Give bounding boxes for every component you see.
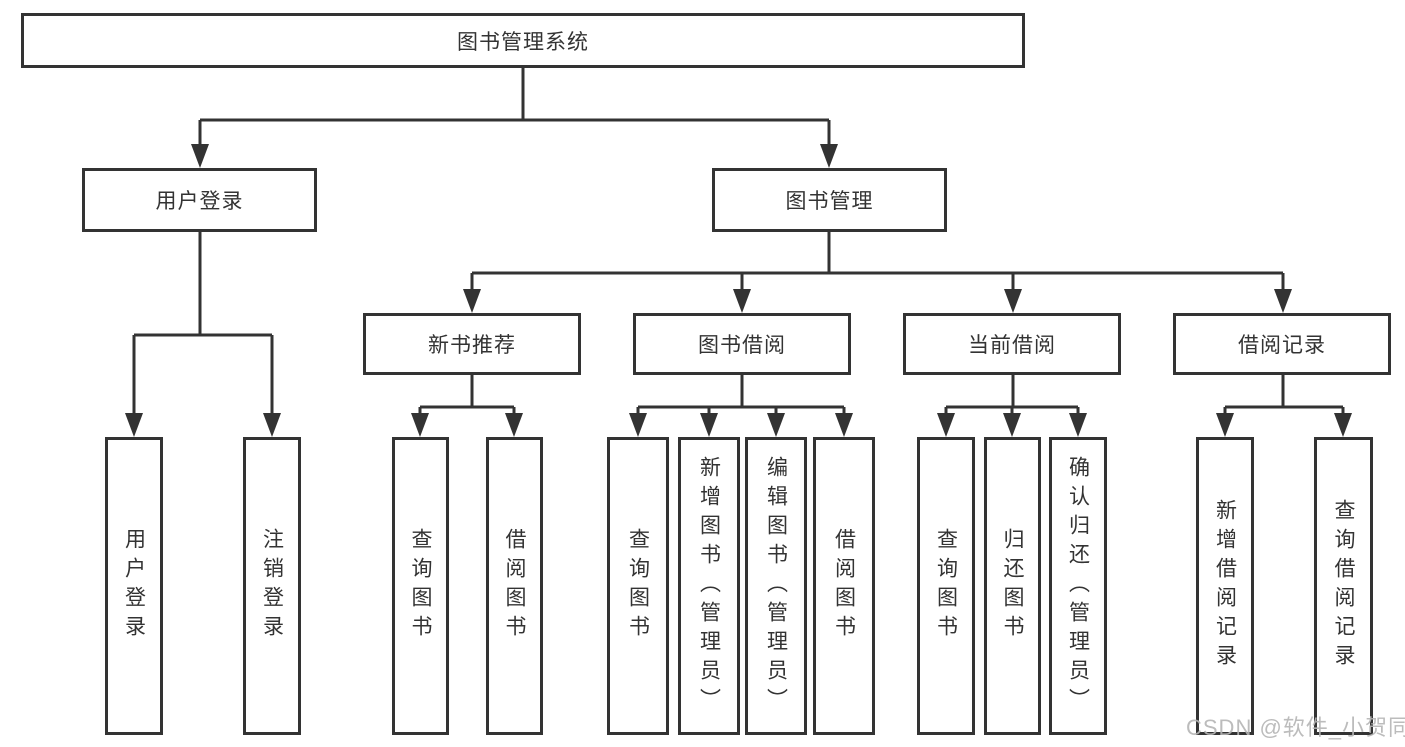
connector-root-to-level2 — [198, 68, 831, 146]
arrowhead — [191, 144, 209, 168]
arrowhead — [505, 413, 523, 437]
arrowhead — [125, 413, 143, 437]
arrowhead — [463, 289, 481, 313]
arrowhead — [1004, 289, 1022, 313]
leaf-query-books-recommend: 查询图书 — [392, 437, 449, 735]
leaf-query-books-current: 查询图书 — [917, 437, 975, 735]
connector-current-to-leaves — [944, 375, 1080, 415]
connector-newbook-to-leaves — [418, 375, 516, 415]
connector-bookmgmt-to-level3 — [470, 232, 1285, 291]
leaf-user-login: 用户登录 — [105, 437, 163, 735]
arrowhead — [411, 413, 429, 437]
leaf-borrow-books-recommend: 借阅图书 — [486, 437, 543, 735]
arrowhead — [629, 413, 647, 437]
arrowhead — [1069, 413, 1087, 437]
arrowhead — [700, 413, 718, 437]
watermark-text: CSDN @软件_小贺同学 — [1186, 715, 1405, 740]
node-new-book-recommend: 新书推荐 — [363, 313, 581, 375]
node-root: 图书管理系统 — [21, 13, 1025, 68]
node-book-management: 图书管理 — [712, 168, 947, 232]
connector-records-to-leaves — [1223, 375, 1345, 415]
leaf-logout: 注销登录 — [243, 437, 301, 735]
node-current-borrow: 当前借阅 — [903, 313, 1121, 375]
node-borrow-records: 借阅记录 — [1173, 313, 1391, 375]
leaf-edit-book-admin: 编辑图书（管理员） — [745, 437, 807, 735]
arrowhead — [767, 413, 785, 437]
leaf-add-book-admin: 新增图书（管理员） — [678, 437, 740, 735]
arrowhead — [1003, 413, 1021, 437]
arrowhead — [1274, 289, 1292, 313]
arrowhead — [820, 144, 838, 168]
arrowhead — [733, 289, 751, 313]
arrowhead — [937, 413, 955, 437]
arrowhead — [1216, 413, 1234, 437]
leaf-query-books-borrow: 查询图书 — [607, 437, 669, 735]
leaf-add-borrow-record: 新增借阅记录 — [1196, 437, 1254, 735]
arrowhead — [835, 413, 853, 437]
connector-userlogin-to-leaves — [132, 232, 274, 415]
connector-borrow-to-leaves — [636, 375, 846, 415]
leaf-confirm-return-admin: 确认归还（管理员） — [1049, 437, 1107, 735]
node-book-borrow: 图书借阅 — [633, 313, 851, 375]
leaf-borrow-books: 借阅图书 — [813, 437, 875, 735]
leaf-query-borrow-record: 查询借阅记录 — [1314, 437, 1373, 735]
leaf-return-book: 归还图书 — [984, 437, 1041, 735]
arrowhead — [1334, 413, 1352, 437]
arrowhead — [263, 413, 281, 437]
node-user-login: 用户登录 — [82, 168, 317, 232]
